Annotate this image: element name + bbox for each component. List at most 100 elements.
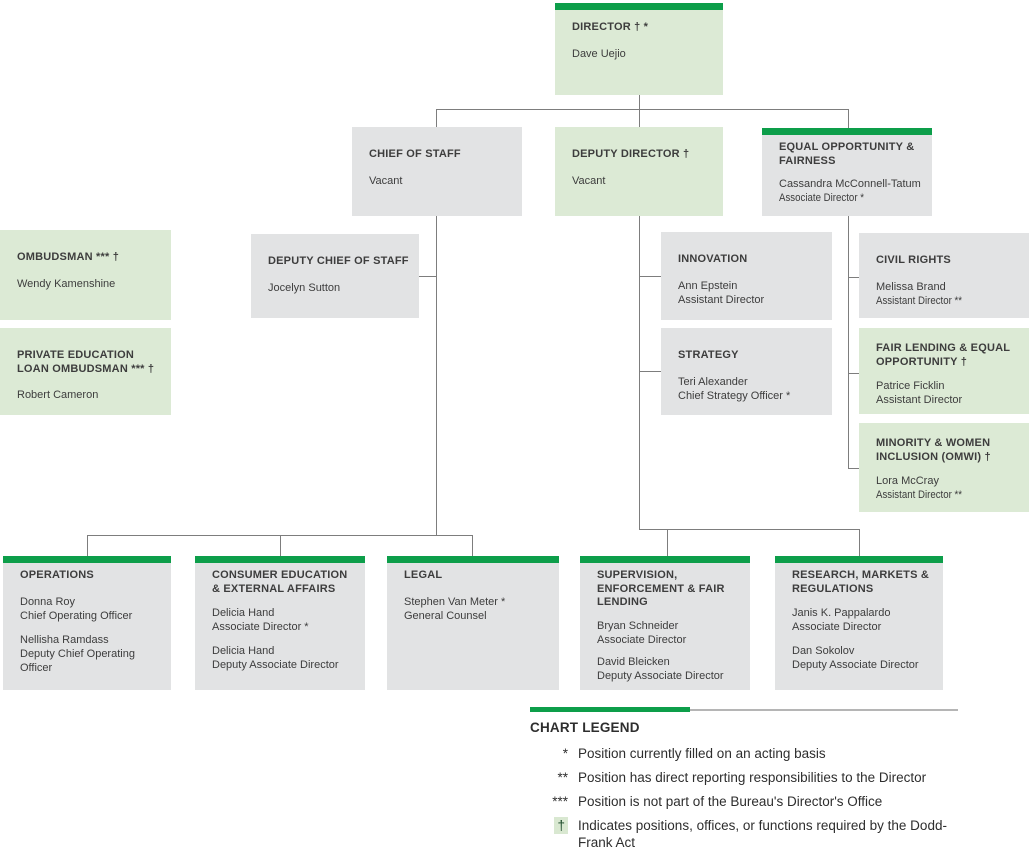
legend-symbol: † bbox=[530, 817, 568, 834]
connector-line bbox=[436, 109, 437, 127]
person-name: Dave Uejio bbox=[572, 47, 626, 60]
connector-line bbox=[436, 216, 437, 536]
org-box-ombudsman: OMBUDSMAN *** † Wendy Kamenshine bbox=[0, 230, 171, 320]
connector-line bbox=[848, 109, 849, 128]
connector-line bbox=[639, 276, 661, 277]
box-title: INNOVATION bbox=[678, 253, 748, 265]
box-title: CONSUMER EDUCATION & EXTERNAL AFFAIRS bbox=[212, 569, 348, 595]
org-box-operations: OPERATIONS Donna Roy Chief Operating Off… bbox=[3, 556, 171, 690]
accent-bar bbox=[195, 556, 365, 563]
org-box-equal-opportunity: EQUAL OPPORTUNITY & FAIRNESS Cassandra M… bbox=[762, 128, 932, 216]
org-box-director: DIRECTOR † * Dave Uejio bbox=[555, 3, 723, 95]
connector-line bbox=[639, 109, 640, 127]
person-name: Janis K. Pappalardo bbox=[792, 607, 891, 619]
legend-divider-accent bbox=[530, 707, 690, 712]
person-name: David Bleicken bbox=[597, 655, 670, 668]
person-name: Dan Sokolov bbox=[792, 645, 855, 657]
connector-line bbox=[419, 276, 436, 277]
box-title: DEPUTY CHIEF OF STAFF bbox=[268, 255, 409, 267]
box-title: EQUAL OPPORTUNITY & FAIRNESS bbox=[779, 141, 915, 167]
legend-text: Position currently filled on an acting b… bbox=[578, 746, 826, 761]
box-title: CIVIL RIGHTS bbox=[876, 254, 951, 266]
person-role: Associate Director bbox=[597, 633, 687, 646]
connector-line bbox=[280, 535, 281, 556]
person-name: Wendy Kamenshine bbox=[17, 277, 116, 290]
person-name: Vacant bbox=[369, 174, 403, 187]
accent-bar bbox=[775, 556, 943, 563]
connector-line bbox=[859, 529, 860, 556]
legend-item: † Indicates positions, offices, or funct… bbox=[530, 817, 980, 847]
person-name: Cassandra McConnell-Tatum bbox=[779, 178, 921, 190]
box-title: FAIR LENDING & EQUAL OPPORTUNITY † bbox=[876, 342, 1010, 368]
person-name: Patrice Ficklin bbox=[876, 380, 945, 392]
chart-legend: CHART LEGEND * Position currently filled… bbox=[530, 707, 980, 847]
person-role: Chief Operating Officer bbox=[20, 609, 133, 622]
person-role: Associate Director bbox=[792, 621, 882, 633]
accent-bar bbox=[3, 556, 171, 563]
box-title: DIRECTOR † * bbox=[572, 21, 649, 33]
person-name: Jocelyn Sutton bbox=[268, 281, 341, 294]
person-role: Associate Director * bbox=[212, 621, 309, 633]
box-title: OMBUDSMAN *** † bbox=[17, 251, 120, 263]
person-role: Deputy Associate Director bbox=[212, 659, 339, 671]
person-role: Associate Director * bbox=[779, 192, 865, 204]
accent-bar bbox=[555, 3, 723, 10]
legend-divider bbox=[530, 707, 980, 712]
person-name: Delicia Hand bbox=[212, 607, 275, 619]
accent-bar bbox=[762, 128, 932, 135]
box-title: STRATEGY bbox=[678, 349, 739, 361]
box-title: OPERATIONS bbox=[20, 569, 94, 581]
org-box-innovation: INNOVATION Ann Epstein Assistant Directo… bbox=[661, 232, 832, 320]
box-title: RESEARCH, MARKETS & REGULATIONS bbox=[792, 569, 930, 595]
connector-line bbox=[639, 529, 859, 530]
person-name: Stephen Van Meter * bbox=[404, 595, 506, 608]
org-box-consumer-education: CONSUMER EDUCATION & EXTERNAL AFFAIRS De… bbox=[195, 556, 365, 690]
org-box-chief-of-staff: CHIEF OF STAFF Vacant bbox=[352, 127, 522, 216]
legend-symbol: * bbox=[562, 746, 568, 761]
box-title: LEGAL bbox=[404, 569, 443, 581]
connector-line bbox=[848, 216, 849, 469]
person-name: Melissa Brand bbox=[876, 280, 946, 293]
org-box-private-loan-ombudsman: PRIVATE EDUCATION LOAN OMBUDSMAN *** † R… bbox=[0, 328, 171, 415]
legend-text: Position has direct reporting responsibi… bbox=[578, 770, 927, 785]
person-name: Teri Alexander bbox=[678, 375, 748, 388]
legend-item: * Position currently filled on an acting… bbox=[530, 745, 980, 762]
connector-line bbox=[667, 529, 668, 556]
box-title: SUPERVISION, ENFORCEMENT & FAIR LENDING bbox=[597, 569, 725, 608]
person-role: Assistant Director bbox=[876, 394, 963, 406]
person-name: Bryan Schneider bbox=[597, 619, 679, 632]
org-box-legal: LEGAL Stephen Van Meter * General Counse… bbox=[387, 556, 559, 690]
org-box-deputy-director: DEPUTY DIRECTOR † Vacant bbox=[555, 127, 723, 216]
person-role: Assistant Director ** bbox=[876, 489, 963, 501]
accent-bar bbox=[580, 556, 750, 563]
legend-item: ** Position has direct reporting respons… bbox=[530, 769, 980, 786]
dagger-icon: † bbox=[554, 817, 568, 834]
person-role: Deputy Chief Operating Officer bbox=[20, 647, 135, 674]
person-role: Deputy Associate Director bbox=[597, 669, 724, 682]
person-name: Robert Cameron bbox=[17, 389, 99, 401]
person-role: Deputy Associate Director bbox=[792, 659, 919, 671]
org-box-fair-lending: FAIR LENDING & EQUAL OPPORTUNITY † Patri… bbox=[859, 328, 1029, 414]
box-title: MINORITY & WOMEN INCLUSION (OMWI) † bbox=[876, 437, 991, 463]
org-box-minority-inclusion: MINORITY & WOMEN INCLUSION (OMWI) † Lora… bbox=[859, 423, 1029, 512]
person-role: Assistant Director bbox=[678, 293, 765, 306]
person-name: Vacant bbox=[572, 174, 606, 187]
org-box-research: RESEARCH, MARKETS & REGULATIONS Janis K.… bbox=[775, 556, 943, 690]
connector-line bbox=[87, 535, 88, 556]
connector-line bbox=[639, 371, 661, 372]
person-role: General Counsel bbox=[404, 609, 487, 622]
legend-symbol: *** bbox=[552, 794, 568, 809]
person-name: Lora McCray bbox=[876, 475, 939, 487]
connector-line bbox=[848, 468, 859, 469]
person-role: Chief Strategy Officer * bbox=[678, 389, 791, 402]
connector-line bbox=[472, 535, 473, 556]
connector-line bbox=[848, 277, 859, 278]
legend-text: Indicates positions, offices, or functio… bbox=[578, 818, 947, 847]
person-name: Donna Roy bbox=[20, 595, 76, 608]
person-name: Nellisha Ramdass bbox=[20, 633, 109, 646]
person-role: Assistant Director ** bbox=[876, 294, 963, 307]
box-title: CHIEF OF STAFF bbox=[369, 148, 461, 160]
connector-line bbox=[848, 373, 859, 374]
org-box-civil-rights: CIVIL RIGHTS Melissa Brand Assistant Dir… bbox=[859, 233, 1029, 318]
legend-title: CHART LEGEND bbox=[530, 720, 640, 735]
